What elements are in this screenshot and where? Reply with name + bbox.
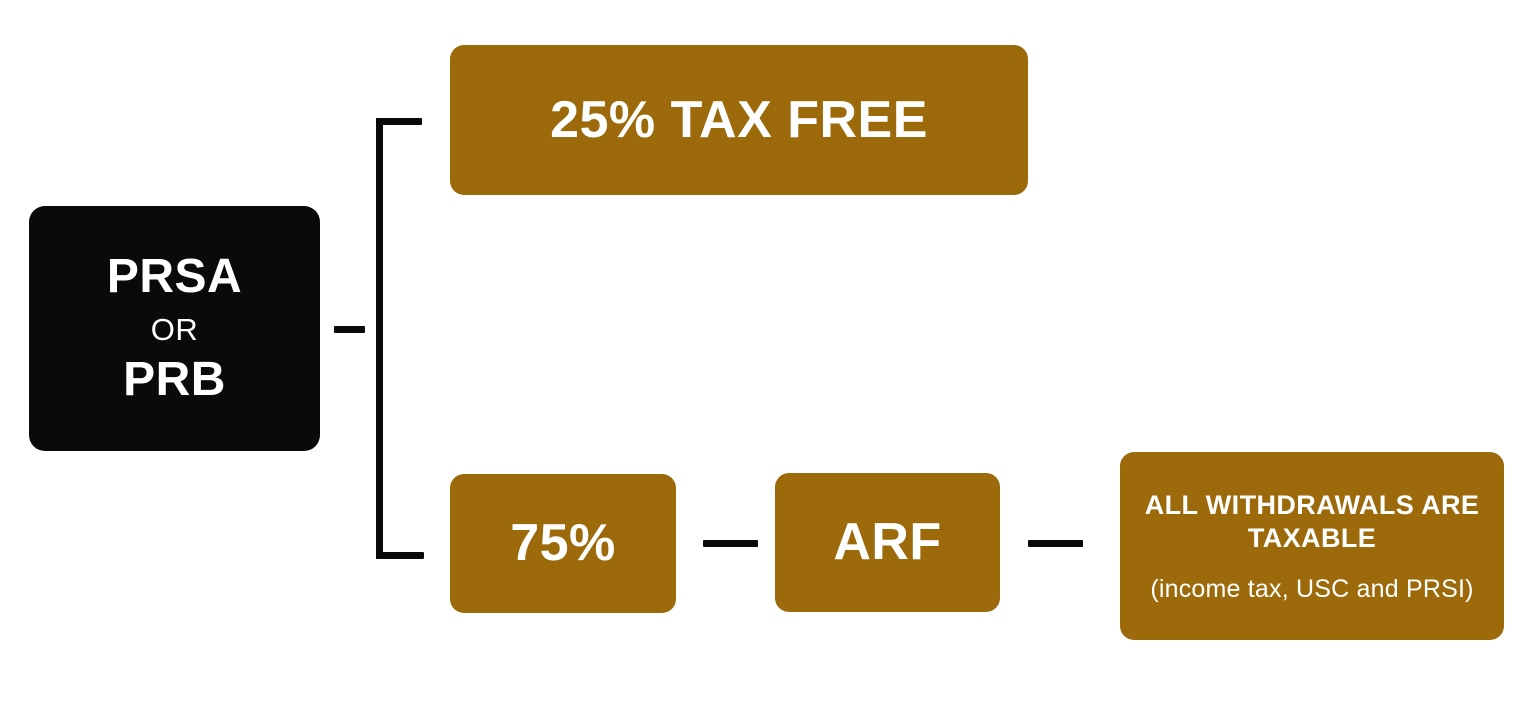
node-or-label: OR [150, 311, 199, 347]
node-seventy-five-percent: 75% [450, 474, 676, 613]
connector-seventyfive-to-arf [703, 540, 758, 547]
node-tax-free: 25% TAX FREE [450, 45, 1028, 195]
node-prsa-label: PRSA [106, 249, 243, 303]
node-withdrawals-sublabel: (income tax, USC and PRSI) [1150, 575, 1474, 604]
node-withdrawals-label: ALL WITHDRAWALS ARE TAXABLE [1144, 489, 1480, 553]
node-all-withdrawals-taxable: ALL WITHDRAWALS ARE TAXABLE (income tax,… [1120, 452, 1504, 640]
connector-arf-to-withdrawals [1028, 540, 1083, 547]
node-arf-label: ARF [833, 513, 942, 572]
node-tax-free-label: 25% TAX FREE [550, 90, 928, 149]
connector-bracket-top-arm [376, 118, 422, 125]
connector-bracket-spine [376, 118, 383, 559]
connector-source-to-bracket [334, 326, 365, 333]
node-seventy-five-label: 75% [510, 514, 616, 573]
node-arf: ARF [775, 473, 1000, 612]
node-prb-label: PRB [123, 353, 226, 407]
node-prsa-or-prb: PRSA OR PRB [29, 206, 320, 451]
connector-bracket-bottom-arm [376, 552, 424, 559]
